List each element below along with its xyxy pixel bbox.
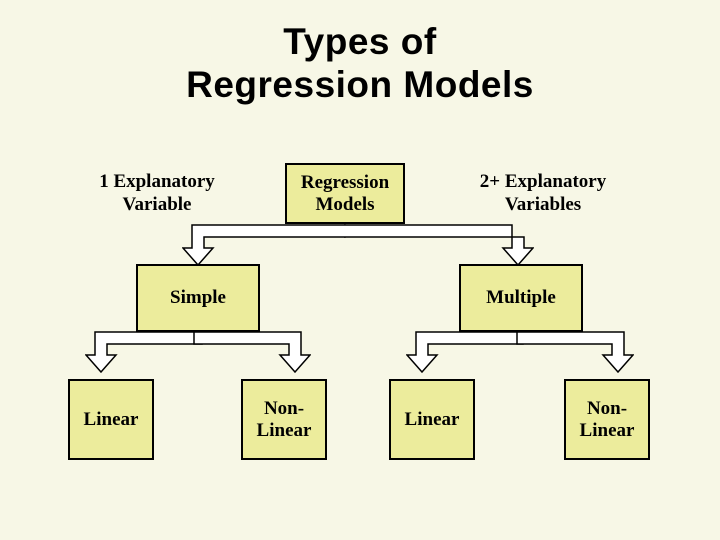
arrow-simple-to-nonlinear <box>193 331 311 373</box>
node-multiple-nonlinear: Non- Linear <box>564 379 650 460</box>
node-multiple-linear: Linear <box>389 379 475 460</box>
label-one-explanatory-variable: 1 Explanatory Variable <box>62 165 252 221</box>
arrow-simple-to-linear <box>85 331 203 373</box>
node-multiple-nonlinear-line-2: Linear <box>579 419 635 441</box>
page-title: Types of Regression Models <box>0 20 720 106</box>
node-regression-models: Regression Models <box>285 163 405 224</box>
label-two-plus-explanatory-variables-line-2: Variables <box>504 194 582 215</box>
arrow-root-to-simple <box>182 224 346 266</box>
node-multiple-label: Multiple <box>486 287 556 308</box>
arrow-root-to-multiple <box>344 224 534 266</box>
node-simple: Simple <box>136 264 260 332</box>
arrow-multiple-to-linear <box>406 331 524 373</box>
node-simple-nonlinear-line-2: Linear <box>256 419 312 441</box>
node-multiple: Multiple <box>459 264 583 332</box>
label-two-plus-explanatory-variables-line-1: 2+ Explanatory <box>479 171 607 192</box>
page-title-line-1: Types of <box>283 21 437 62</box>
node-regression-models-line-1: Regression <box>300 171 390 193</box>
page-title-line-2: Regression Models <box>186 64 534 105</box>
node-simple-label: Simple <box>170 287 226 308</box>
node-multiple-nonlinear-line-1: Non- <box>586 397 628 419</box>
label-two-plus-explanatory-variables: 2+ Explanatory Variables <box>443 165 643 221</box>
label-one-explanatory-variable-line-1: 1 Explanatory <box>99 171 215 192</box>
node-simple-nonlinear-line-1: Non- <box>263 397 305 419</box>
node-multiple-linear-label: Linear <box>404 408 460 430</box>
node-simple-nonlinear: Non- Linear <box>241 379 327 460</box>
arrow-multiple-to-nonlinear <box>516 331 634 373</box>
label-one-explanatory-variable-line-2: Variable <box>122 194 192 215</box>
node-simple-linear-label: Linear <box>83 408 139 430</box>
node-simple-linear: Linear <box>68 379 154 460</box>
node-regression-models-line-2: Models <box>315 193 375 215</box>
